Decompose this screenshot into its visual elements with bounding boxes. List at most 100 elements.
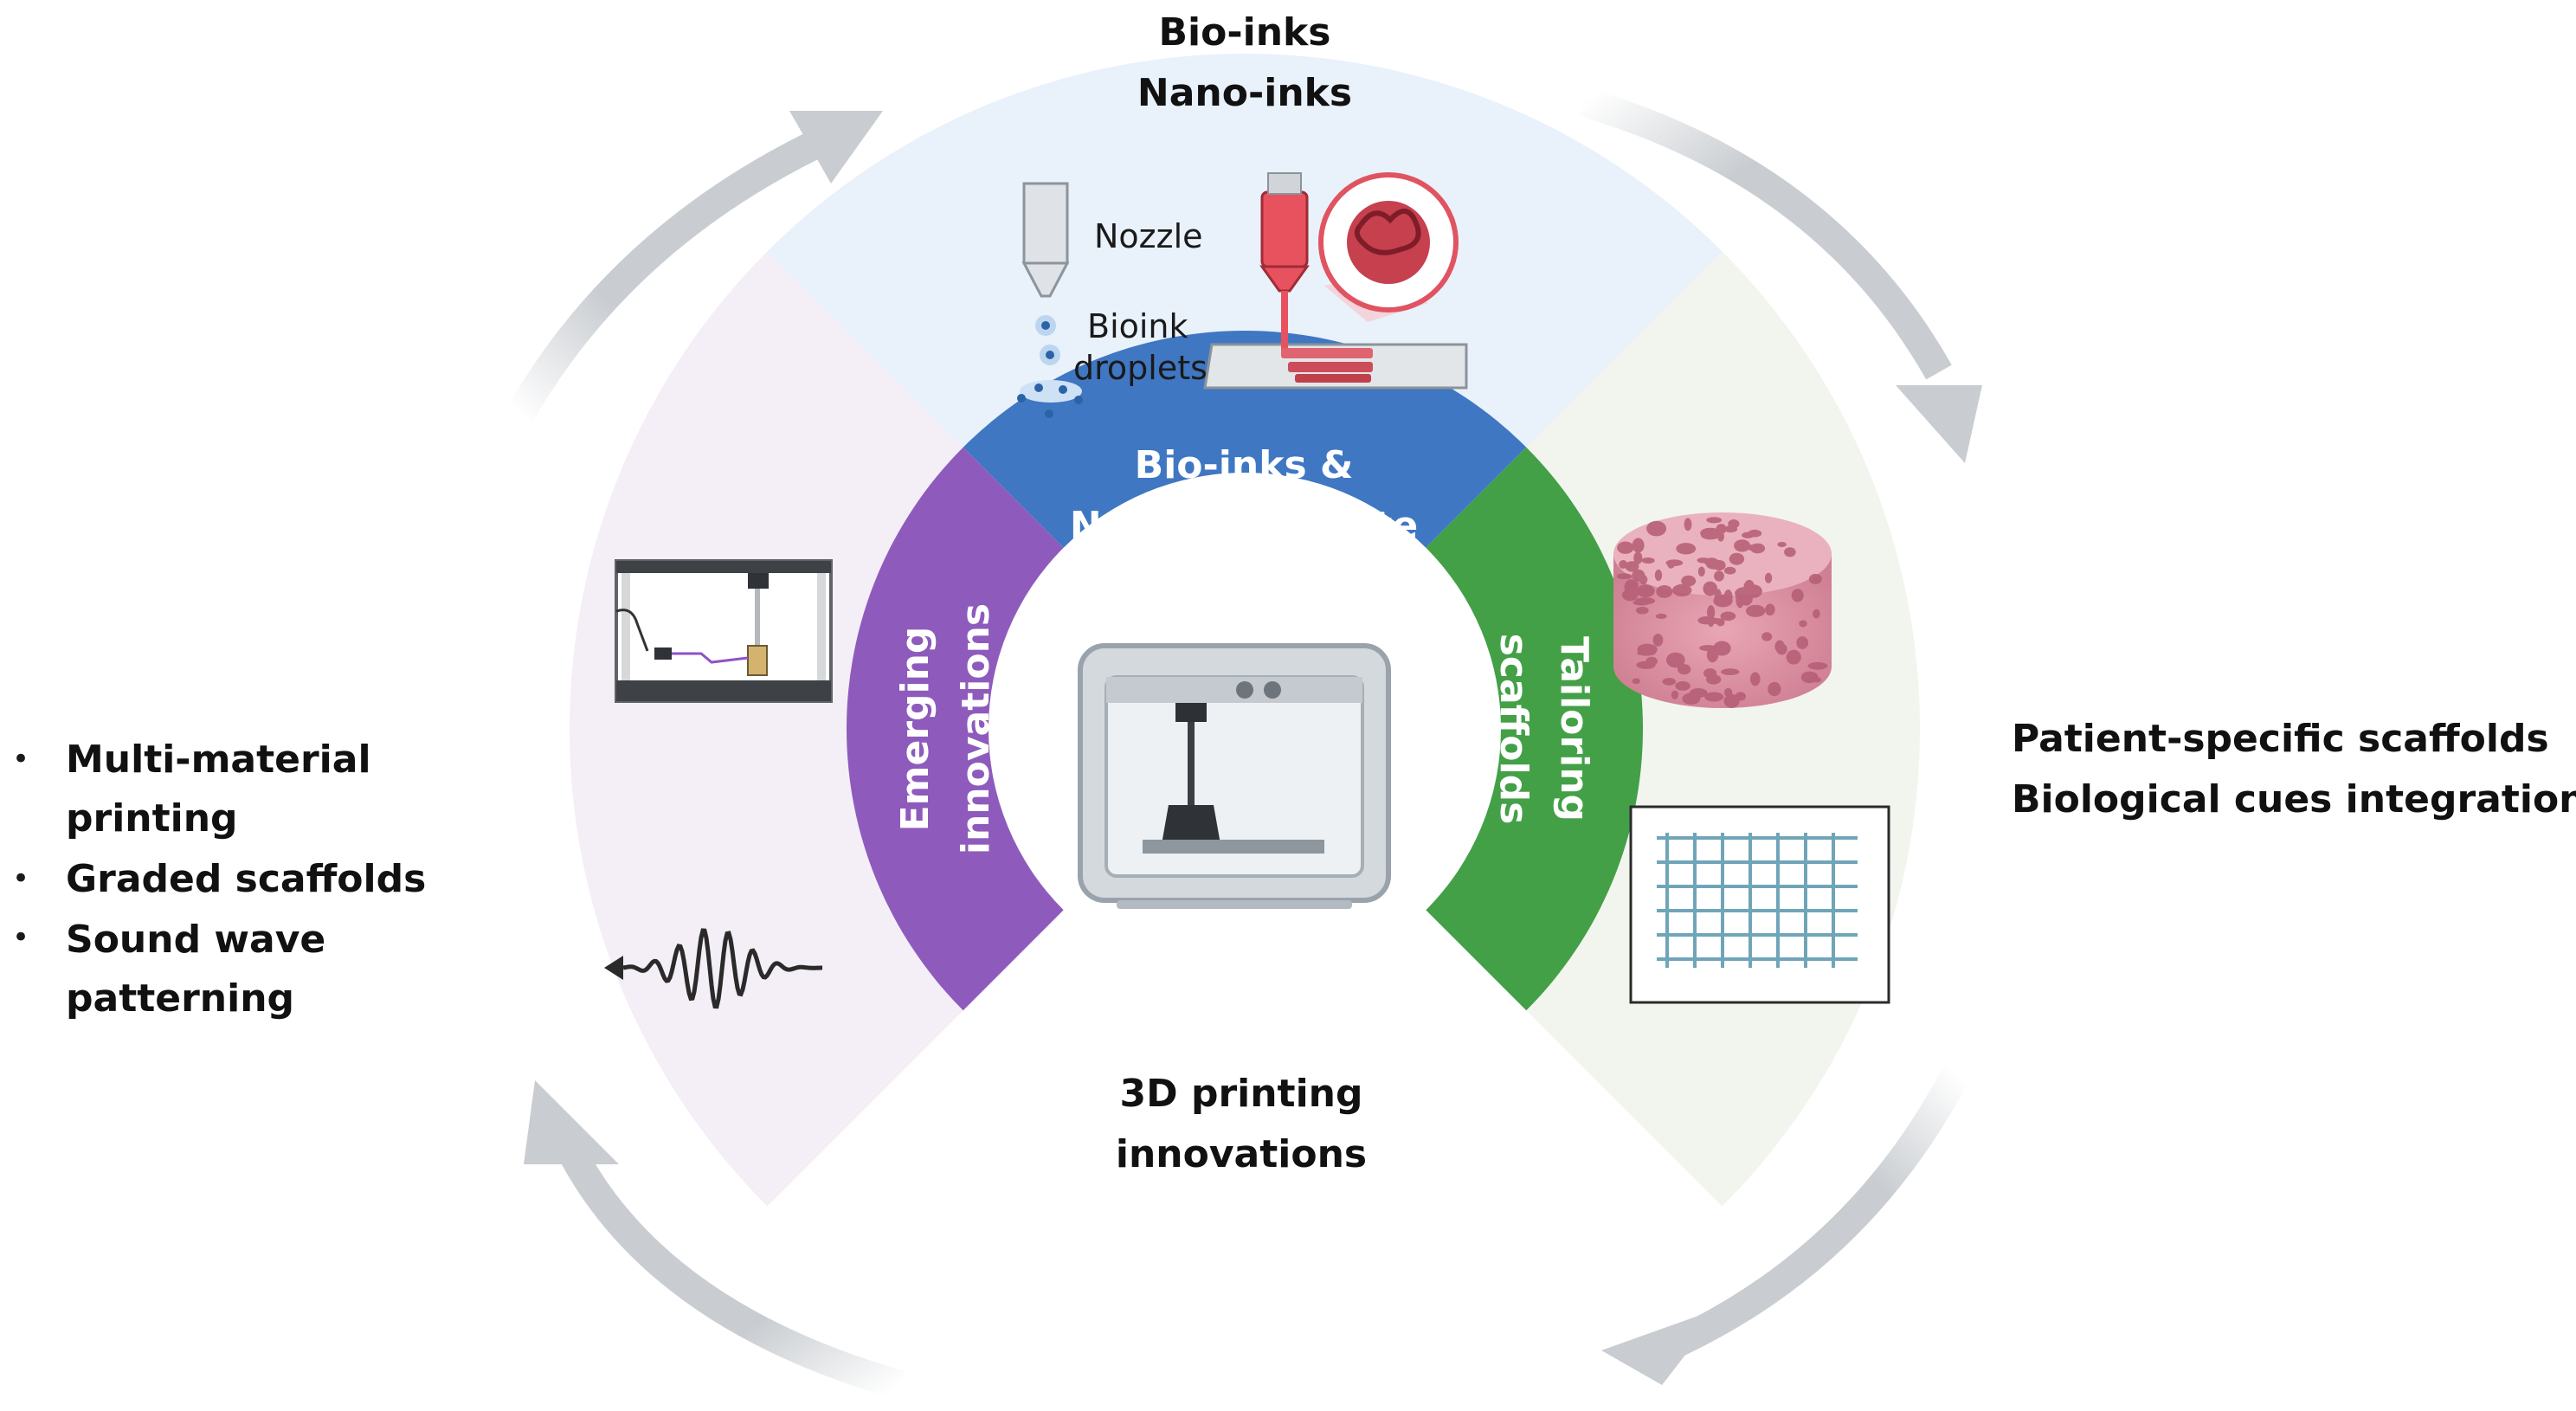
scaffold-pore	[1654, 569, 1663, 582]
arrow-top-right	[1580, 87, 1952, 380]
scaffold-pore	[1655, 613, 1667, 620]
sound-wave-icon	[604, 928, 822, 1009]
scaffold-pore	[1745, 604, 1766, 617]
segment-left-line1: Emerging	[893, 627, 937, 832]
scaffold-pore	[1742, 532, 1755, 538]
scaffold-pore	[1701, 531, 1721, 540]
scaffold-pore	[1747, 544, 1763, 551]
top-text-line2: Nano-inks	[1137, 71, 1352, 115]
scaffold-pore	[1723, 525, 1738, 533]
list-item-1-line2: printing	[66, 796, 238, 841]
scaffold-pore	[1678, 664, 1691, 675]
scaffold-pore	[1652, 634, 1664, 647]
list-item-3-line2: patterning	[66, 976, 294, 1021]
segment-top-line2: Nano-composite	[1070, 504, 1418, 548]
scaffold-pore	[1665, 652, 1685, 668]
scaffold-pore	[1637, 643, 1658, 655]
arrow-top-left-head	[789, 111, 883, 184]
scaffold-pore	[1706, 561, 1724, 570]
right-text-line1: Patient-specific scaffolds	[2012, 717, 2549, 761]
scaffold-pore	[1764, 572, 1773, 583]
scaffold-pore	[1699, 645, 1717, 652]
scaffold-pore	[1761, 632, 1773, 641]
scaffold-pore	[1799, 620, 1807, 628]
scaffold-pore	[1750, 672, 1761, 686]
scaffold-pore	[1812, 677, 1822, 683]
bioink-droplets-icon	[1017, 315, 1083, 418]
arrow-bottom-left	[557, 1144, 905, 1400]
scaffold-pore	[1656, 585, 1673, 598]
top-text-line1: Bio-inks	[1159, 10, 1331, 55]
scaffold-pore	[1743, 579, 1755, 596]
scaffold-pore	[1667, 559, 1675, 569]
scaffold-pore	[1633, 599, 1651, 606]
scaffold-pore	[1671, 690, 1678, 699]
scaffold-pore	[1707, 613, 1715, 628]
right-text-line2: Biological cues integration	[2012, 777, 2576, 821]
segment-left	[846, 447, 1064, 1011]
scaffold-pore	[1681, 575, 1697, 587]
scaffold-pore	[1639, 575, 1648, 585]
nozzle-icon	[1021, 182, 1070, 298]
grid-scaffold-icon	[1629, 805, 1890, 1004]
scaffold-pore	[1633, 551, 1643, 564]
scaffold-pore	[1723, 566, 1736, 575]
segment-left-line2: innovations	[954, 603, 998, 854]
bullet-1: •	[12, 742, 29, 776]
segment-top-line1: Bio-inks &	[1135, 443, 1354, 487]
list-item-2-line1: Graded scaffolds	[66, 857, 426, 901]
scaffold-pore	[1682, 693, 1701, 705]
droplets-label: droplets	[1073, 349, 1208, 387]
scaffold-pore	[1807, 661, 1828, 670]
scaffold-pore	[1786, 649, 1801, 665]
scaffold-pore	[1713, 594, 1733, 608]
arrow-top-left	[506, 123, 838, 423]
scaffold-pore	[1651, 523, 1659, 530]
scaffold-pore	[1720, 611, 1736, 622]
scaffold-pore	[1784, 547, 1796, 557]
arrow-bottom-right	[1672, 1066, 1970, 1356]
scaffold-pore	[1791, 589, 1804, 602]
center-text-line1: 3D printing	[1120, 1072, 1363, 1116]
scaffold-pore	[1684, 518, 1692, 532]
scaffold-pore	[1617, 541, 1634, 554]
scaffold-pore	[1697, 557, 1710, 564]
porous-scaffold-icon	[1613, 512, 1832, 708]
3d-printer-icon	[1078, 643, 1391, 909]
scaffold-pore	[1633, 541, 1642, 551]
scaffold-pore	[1636, 584, 1655, 598]
scaffold-pore	[1765, 603, 1775, 616]
scaffold-pore	[1729, 552, 1745, 565]
bullet-2: •	[12, 861, 29, 896]
scaffold-pore	[1675, 681, 1690, 691]
list-item-3-line1: Sound wave	[66, 918, 325, 962]
scaffold-pore	[1703, 581, 1717, 596]
center-text-line2: innovations	[1116, 1132, 1367, 1176]
scaffold-pore	[1641, 557, 1655, 564]
bioprinter-syringe-icon	[1203, 172, 1468, 390]
scaffold-pore	[1672, 583, 1692, 597]
scaffold-pore	[1714, 570, 1724, 582]
scaffold-pore	[1635, 606, 1649, 615]
scaffold-pore	[1774, 640, 1785, 654]
left-bullet-list: • Multi-material printing • Graded scaff…	[12, 738, 426, 1021]
bullet-3: •	[12, 920, 29, 955]
scaffold-pore	[1713, 641, 1731, 656]
scaffold-pore	[1735, 692, 1747, 701]
scaffold-pore	[1808, 573, 1822, 584]
scaffold-pore	[1616, 573, 1633, 580]
scaffold-pore	[1662, 678, 1677, 686]
scaffold-pore	[1777, 542, 1787, 547]
arrow-bottom-right-head	[1601, 1307, 1723, 1385]
cycle-arrows	[506, 87, 1982, 1400]
scaffold-pore	[1636, 660, 1656, 669]
scaffold-pore	[1706, 517, 1723, 524]
acoustic-printer-frame-icon	[615, 559, 833, 703]
scaffold-pore	[1734, 539, 1751, 552]
segment-right-line1: Tailoring	[1552, 636, 1596, 821]
scaffold-pore	[1723, 687, 1733, 698]
scaffold-pore	[1717, 531, 1724, 542]
scaffold-pore	[1697, 566, 1705, 577]
arrow-bottom-left-head	[524, 1080, 619, 1164]
segment-right-line2: scaffolds	[1491, 634, 1536, 825]
